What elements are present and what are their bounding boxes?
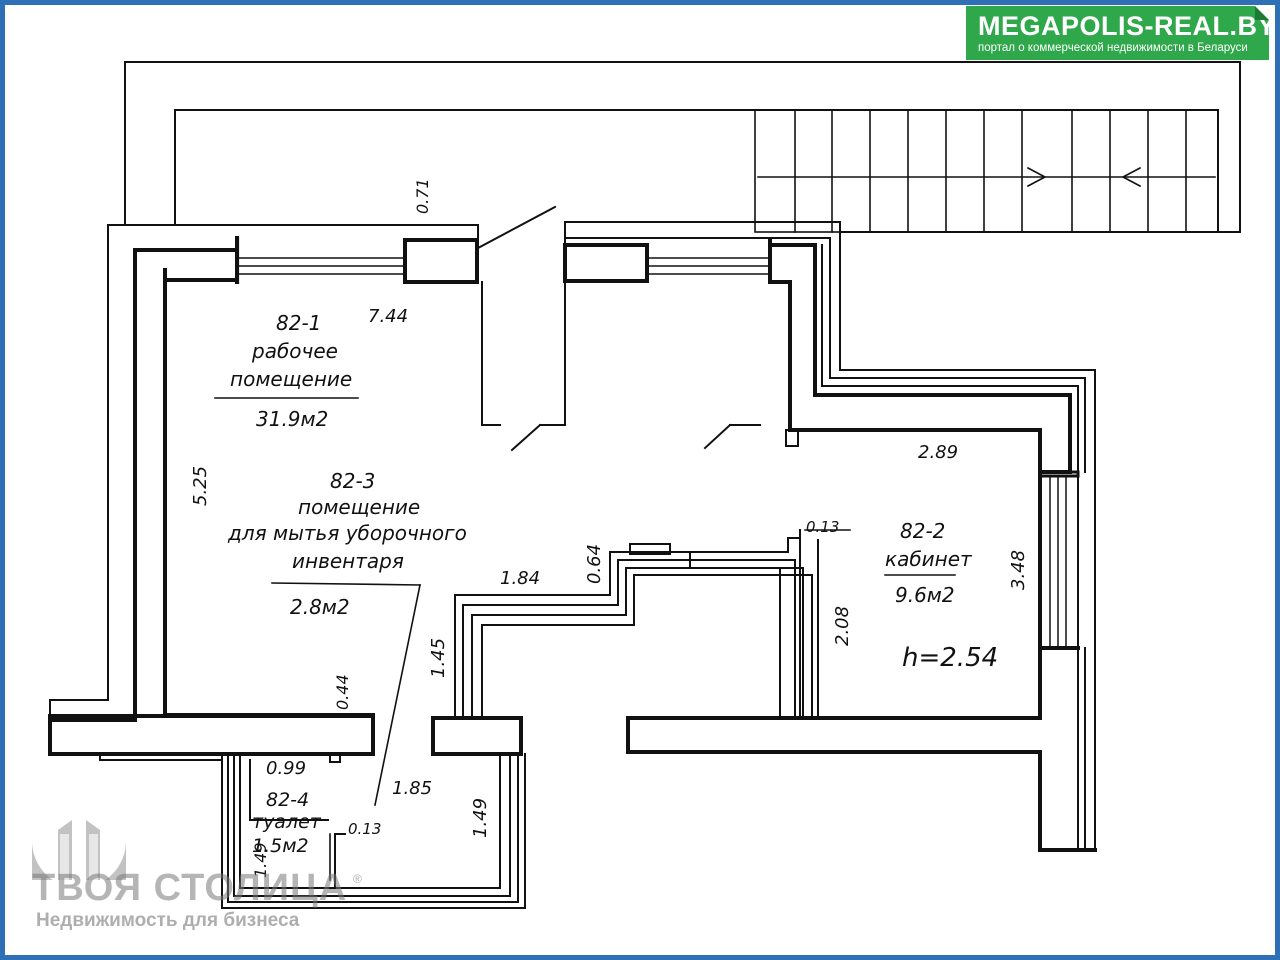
staircase — [754, 109, 1219, 233]
walls-inner-corridor — [431, 529, 819, 756]
room-82-1-name-2: помещение — [230, 367, 352, 391]
dim-0-99: 0.99 — [266, 758, 306, 779]
dim-1-49-right: 1.49 — [470, 798, 491, 838]
dim-2-89: 2.89 — [918, 442, 958, 463]
room-82-4-name: туалет — [252, 811, 322, 833]
dim-1-45: 1.45 — [428, 638, 449, 678]
dim-5-25: 5.25 — [190, 466, 211, 506]
watermark-logo: ТВОЯ СТОЛИЦА ® Недвижимость для бизнеса — [20, 780, 380, 940]
brand-subtitle: портал о коммерческой недвижимости в Бел… — [978, 42, 1248, 54]
dim-0-13-top: 0.13 — [806, 518, 839, 536]
watermark-tagline: Недвижимость для бизнеса — [36, 910, 300, 931]
walls-left-block — [48, 205, 557, 761]
room-82-1-area: 31.9м2 — [256, 407, 328, 431]
dim-1-84: 1.84 — [500, 568, 540, 589]
room-82-3-area: 2.8м2 — [290, 595, 350, 619]
watermark-name: ТВОЯ СТОЛИЦА — [32, 867, 348, 909]
dim-1-85: 1.85 — [392, 778, 432, 799]
walls-right-window — [626, 470, 1097, 852]
dim-7-44: 7.44 — [368, 306, 408, 327]
room-82-4-area: 1.5м2 — [252, 835, 309, 857]
room-82-2-id: 82-2 — [900, 519, 945, 543]
brand-banner[interactable]: MEGAPOLIS-REAL.BY портал о коммерческой … — [966, 6, 1269, 60]
room-82-3-name: помещение — [298, 495, 420, 519]
dim-0-71: 0.71 — [413, 178, 432, 214]
walls-toilet-block — [221, 753, 526, 909]
dim-0-13-bottom: 0.13 — [348, 820, 381, 838]
room-82-2-area: 9.6м2 — [895, 583, 955, 607]
ceiling-height: h=2.54 — [902, 643, 998, 673]
room-82-4-id: 82-4 — [266, 789, 309, 811]
room-82-3-name-3: инвентаря — [292, 549, 404, 573]
room-82-2-name: кабинет — [885, 547, 973, 571]
corner-fold-icon — [1255, 6, 1269, 20]
walls-center-block — [510, 221, 1096, 851]
dim-0-44: 0.44 — [333, 674, 352, 710]
brand-title: MEGAPOLIS-REAL.BY — [978, 11, 1277, 41]
dim-1-49-left: 1.49 — [251, 842, 270, 878]
room-82-1-name: рабочее — [251, 339, 338, 363]
dim-0-64: 0.64 — [584, 544, 605, 584]
room-82-1-id: 82-1 — [276, 311, 321, 335]
plan-labels: 82-1 рабочее помещение 31.9м2 82-3 помещ… — [190, 178, 1029, 878]
room-82-3-id: 82-3 — [330, 469, 375, 493]
building-logo-icon — [32, 794, 126, 880]
leader-lines — [214, 397, 956, 881]
dim-3-48: 3.48 — [1008, 550, 1029, 590]
room-82-3-name-2: для мытья уборочного — [227, 521, 467, 545]
registered-mark: ® — [353, 872, 362, 886]
dim-2-08: 2.08 — [832, 606, 853, 646]
